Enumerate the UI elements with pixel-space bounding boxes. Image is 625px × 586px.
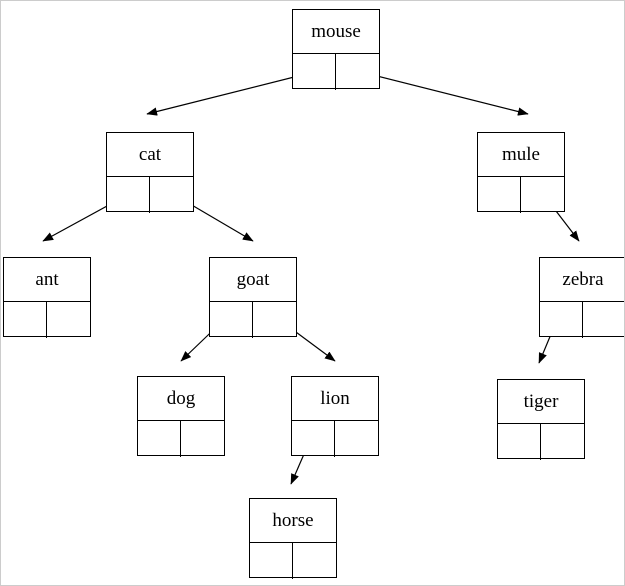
node-label-cat: cat [107, 133, 193, 177]
node-pointers-mule [478, 177, 564, 213]
node-label-mouse: mouse [293, 10, 379, 54]
node-right-pointer-mouse[interactable] [336, 54, 379, 90]
node-label-tiger: tiger [498, 380, 584, 424]
node-right-pointer-mule[interactable] [521, 177, 564, 213]
node-left-pointer-lion[interactable] [292, 421, 335, 457]
node-left-pointer-tiger[interactable] [498, 424, 541, 460]
node-left-pointer-cat[interactable] [107, 177, 150, 213]
node-right-pointer-dog[interactable] [181, 421, 224, 457]
node-right-pointer-horse[interactable] [293, 543, 336, 579]
node-label-zebra: zebra [540, 258, 624, 302]
tree-node-lion[interactable]: lion [291, 376, 379, 457]
tree-node-mouse[interactable]: mouse [292, 9, 380, 90]
node-left-pointer-goat[interactable] [210, 302, 253, 338]
node-pointers-goat [210, 302, 296, 338]
node-label-dog: dog [138, 377, 224, 421]
node-pointers-mouse [293, 54, 379, 90]
tree-node-dog[interactable]: dog [137, 376, 225, 457]
node-label-mule: mule [478, 133, 564, 177]
tree-node-ant[interactable]: ant [3, 257, 91, 338]
node-label-ant: ant [4, 258, 90, 302]
node-pointers-zebra [540, 302, 624, 338]
node-right-pointer-lion[interactable] [335, 421, 378, 457]
node-label-goat: goat [210, 258, 296, 302]
node-pointers-lion [292, 421, 378, 457]
tree-node-cat[interactable]: cat [106, 132, 194, 213]
node-pointers-dog [138, 421, 224, 457]
node-left-pointer-horse[interactable] [250, 543, 293, 579]
node-pointers-horse [250, 543, 336, 579]
node-pointers-tiger [498, 424, 584, 460]
tree-node-goat[interactable]: goat [209, 257, 297, 338]
node-right-pointer-zebra[interactable] [583, 302, 624, 338]
node-left-pointer-zebra[interactable] [540, 302, 583, 338]
node-right-pointer-cat[interactable] [150, 177, 193, 213]
node-pointers-ant [4, 302, 90, 338]
node-label-horse: horse [250, 499, 336, 543]
node-pointers-cat [107, 177, 193, 213]
tree-node-tiger[interactable]: tiger [497, 379, 585, 460]
node-left-pointer-dog[interactable] [138, 421, 181, 457]
node-right-pointer-ant[interactable] [47, 302, 90, 338]
tree-node-horse[interactable]: horse [249, 498, 337, 579]
tree-node-zebra[interactable]: zebra [539, 257, 624, 338]
node-right-pointer-tiger[interactable] [541, 424, 584, 460]
node-left-pointer-ant[interactable] [4, 302, 47, 338]
node-right-pointer-goat[interactable] [253, 302, 296, 338]
node-left-pointer-mule[interactable] [478, 177, 521, 213]
node-label-lion: lion [292, 377, 378, 421]
tree-node-mule[interactable]: mule [477, 132, 565, 213]
node-left-pointer-mouse[interactable] [293, 54, 336, 90]
tree-edge-mouse-to-mule [356, 70, 529, 116]
